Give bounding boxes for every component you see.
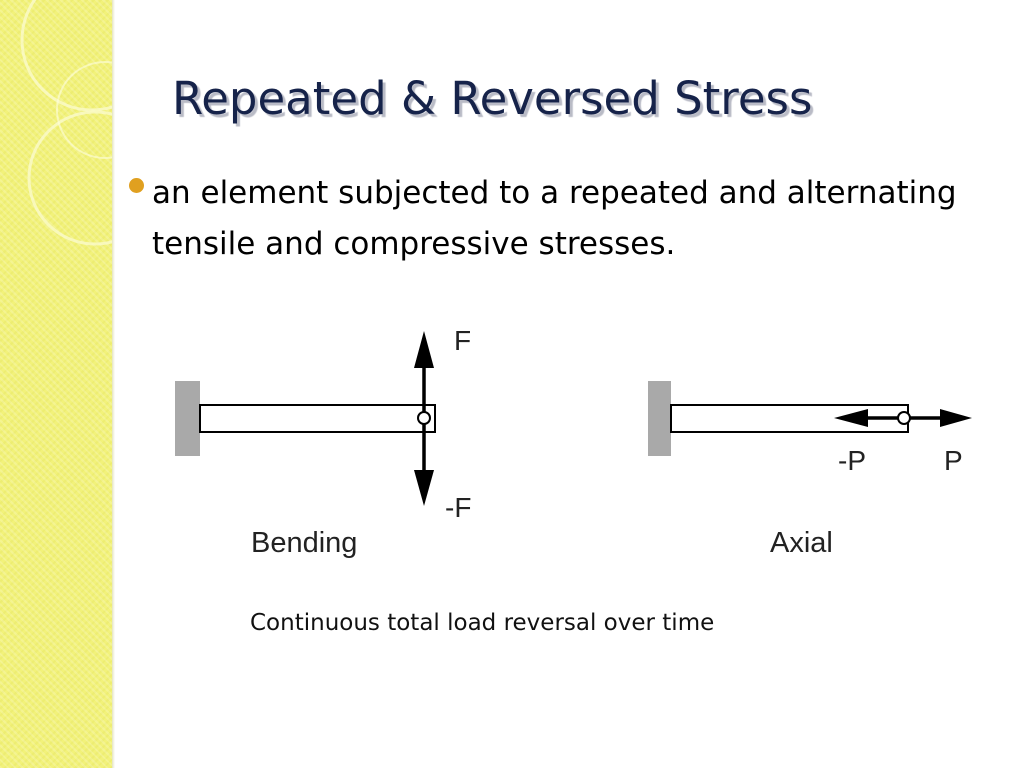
force-left-label: -P — [838, 445, 866, 476]
bullet-point-icon — [129, 178, 144, 193]
fixed-wall — [648, 381, 671, 456]
left-arrowhead-icon — [834, 409, 868, 427]
axial-label: Axial — [770, 527, 833, 559]
decorative-circle — [27, 110, 112, 246]
load-point — [897, 411, 911, 425]
axial-diagram: -P P Axial — [648, 381, 972, 559]
bullet-text: an element subjected to a repeated and a… — [152, 175, 957, 262]
decorative-circle — [20, 0, 112, 112]
bending-diagram: F -F Bending — [175, 325, 471, 559]
decorative-sidebar — [0, 0, 112, 768]
fixed-wall — [175, 381, 200, 456]
load-point — [417, 411, 431, 425]
bending-label: Bending — [251, 527, 357, 559]
force-down-label: -F — [445, 492, 471, 523]
sidebar-edge — [112, 0, 115, 768]
caption: Continuous total load reversal over time — [250, 610, 715, 636]
force-right-label: P — [944, 445, 963, 476]
decorative-circle — [56, 61, 112, 159]
upward-arrowhead-icon — [414, 331, 434, 368]
slide-title: Repeated & Reversed Stress — [172, 72, 813, 125]
cantilever-beam — [199, 404, 436, 433]
decorative-circles — [20, 0, 112, 246]
right-arrowhead-icon — [940, 409, 972, 427]
force-up-label: F — [454, 325, 471, 356]
downward-arrowhead-icon — [414, 470, 434, 506]
